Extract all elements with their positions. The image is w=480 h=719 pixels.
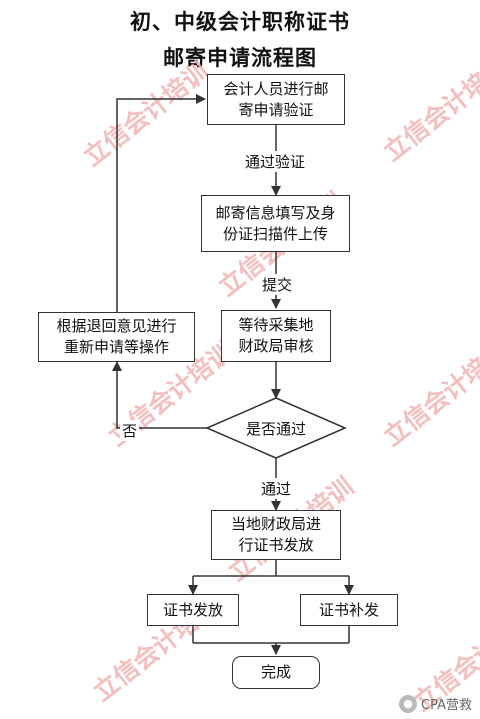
node-wait: 等待采集地财政局审核 <box>221 310 331 362</box>
edge-no-reapply <box>112 361 208 429</box>
node-verify: 会计人员进行邮寄申请验证 <box>207 74 345 125</box>
node-fill: 邮寄信息填写及身份证扫描件上传 <box>201 195 350 252</box>
node-done: 完成 <box>232 656 320 689</box>
source-badge-text: CPA营救 <box>421 698 472 713</box>
edge-label-pass: 通过 <box>259 478 294 499</box>
wechat-icon: ● <box>399 694 418 713</box>
edge-label-no: 否 <box>120 420 140 441</box>
node-reapply: 根据退回意见进行重新申请等操作 <box>38 312 195 362</box>
source-badge: ● CPA营救 <box>399 694 472 713</box>
node-reissue: 证书补发 <box>300 594 398 626</box>
decision-diamond <box>205 397 347 459</box>
edge-label-submit: 提交 <box>260 274 295 295</box>
title-line-2: 邮寄申请流程图 <box>163 46 317 70</box>
edge-reapply-verify <box>116 94 206 312</box>
node-decision-label: 是否通过 <box>245 420 306 438</box>
title-line-1: 初、中级会计职称证书 <box>130 10 350 34</box>
edge-label-pass-verify: 通过验证 <box>243 151 308 172</box>
node-issue: 证书发放 <box>147 594 239 626</box>
node-issue-local: 当地财政局进行证书发放 <box>211 510 341 560</box>
